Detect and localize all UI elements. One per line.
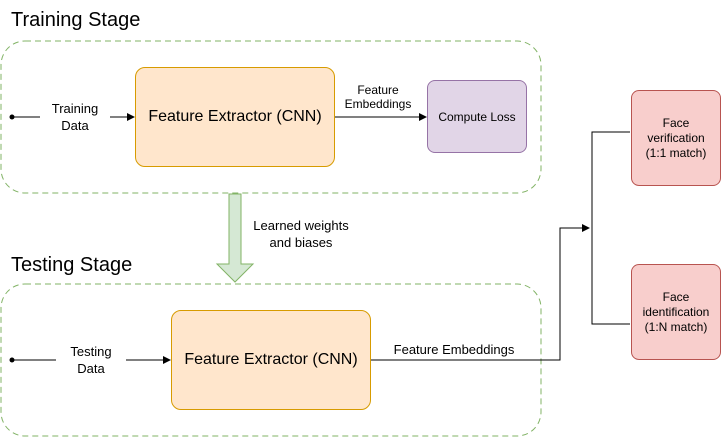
testing-stage-title: Testing Stage bbox=[11, 254, 133, 276]
training-stage-title: Training Stage bbox=[11, 9, 141, 31]
compute-loss-label: Compute Loss bbox=[438, 109, 516, 124]
testing-embeddings-connector bbox=[371, 224, 590, 361]
testing-data-label: Testing Data bbox=[56, 343, 126, 377]
training-feature-extractor[interactable]: Feature Extractor (CNN) bbox=[135, 67, 335, 167]
testing-embeddings-label: Feature Embeddings bbox=[393, 342, 515, 357]
face-identification-box[interactable]: Face identification (1:N match) bbox=[631, 264, 721, 360]
face-identification-label: Face identification (1:N match) bbox=[642, 289, 710, 334]
training-feature-extractor-label: Feature Extractor (CNN) bbox=[148, 108, 322, 125]
training-stage-container bbox=[0, 40, 542, 194]
training-data-label: Training Data bbox=[40, 100, 110, 134]
testing-feature-extractor-label: Feature Extractor (CNN) bbox=[184, 351, 358, 368]
learned-weights-label: Learned weights and biases bbox=[253, 218, 349, 250]
learned-weights-arrow bbox=[215, 193, 255, 283]
output-bracket-connector bbox=[591, 131, 630, 325]
compute-loss-box[interactable]: Compute Loss bbox=[427, 80, 527, 153]
testing-feature-extractor[interactable]: Feature Extractor (CNN) bbox=[171, 310, 371, 410]
face-verification-box[interactable]: Face verification (1:1 match) bbox=[631, 90, 721, 186]
face-verification-label: Face verification (1:1 match) bbox=[645, 115, 707, 160]
training-embeddings-label: Feature Embeddings bbox=[344, 83, 412, 111]
